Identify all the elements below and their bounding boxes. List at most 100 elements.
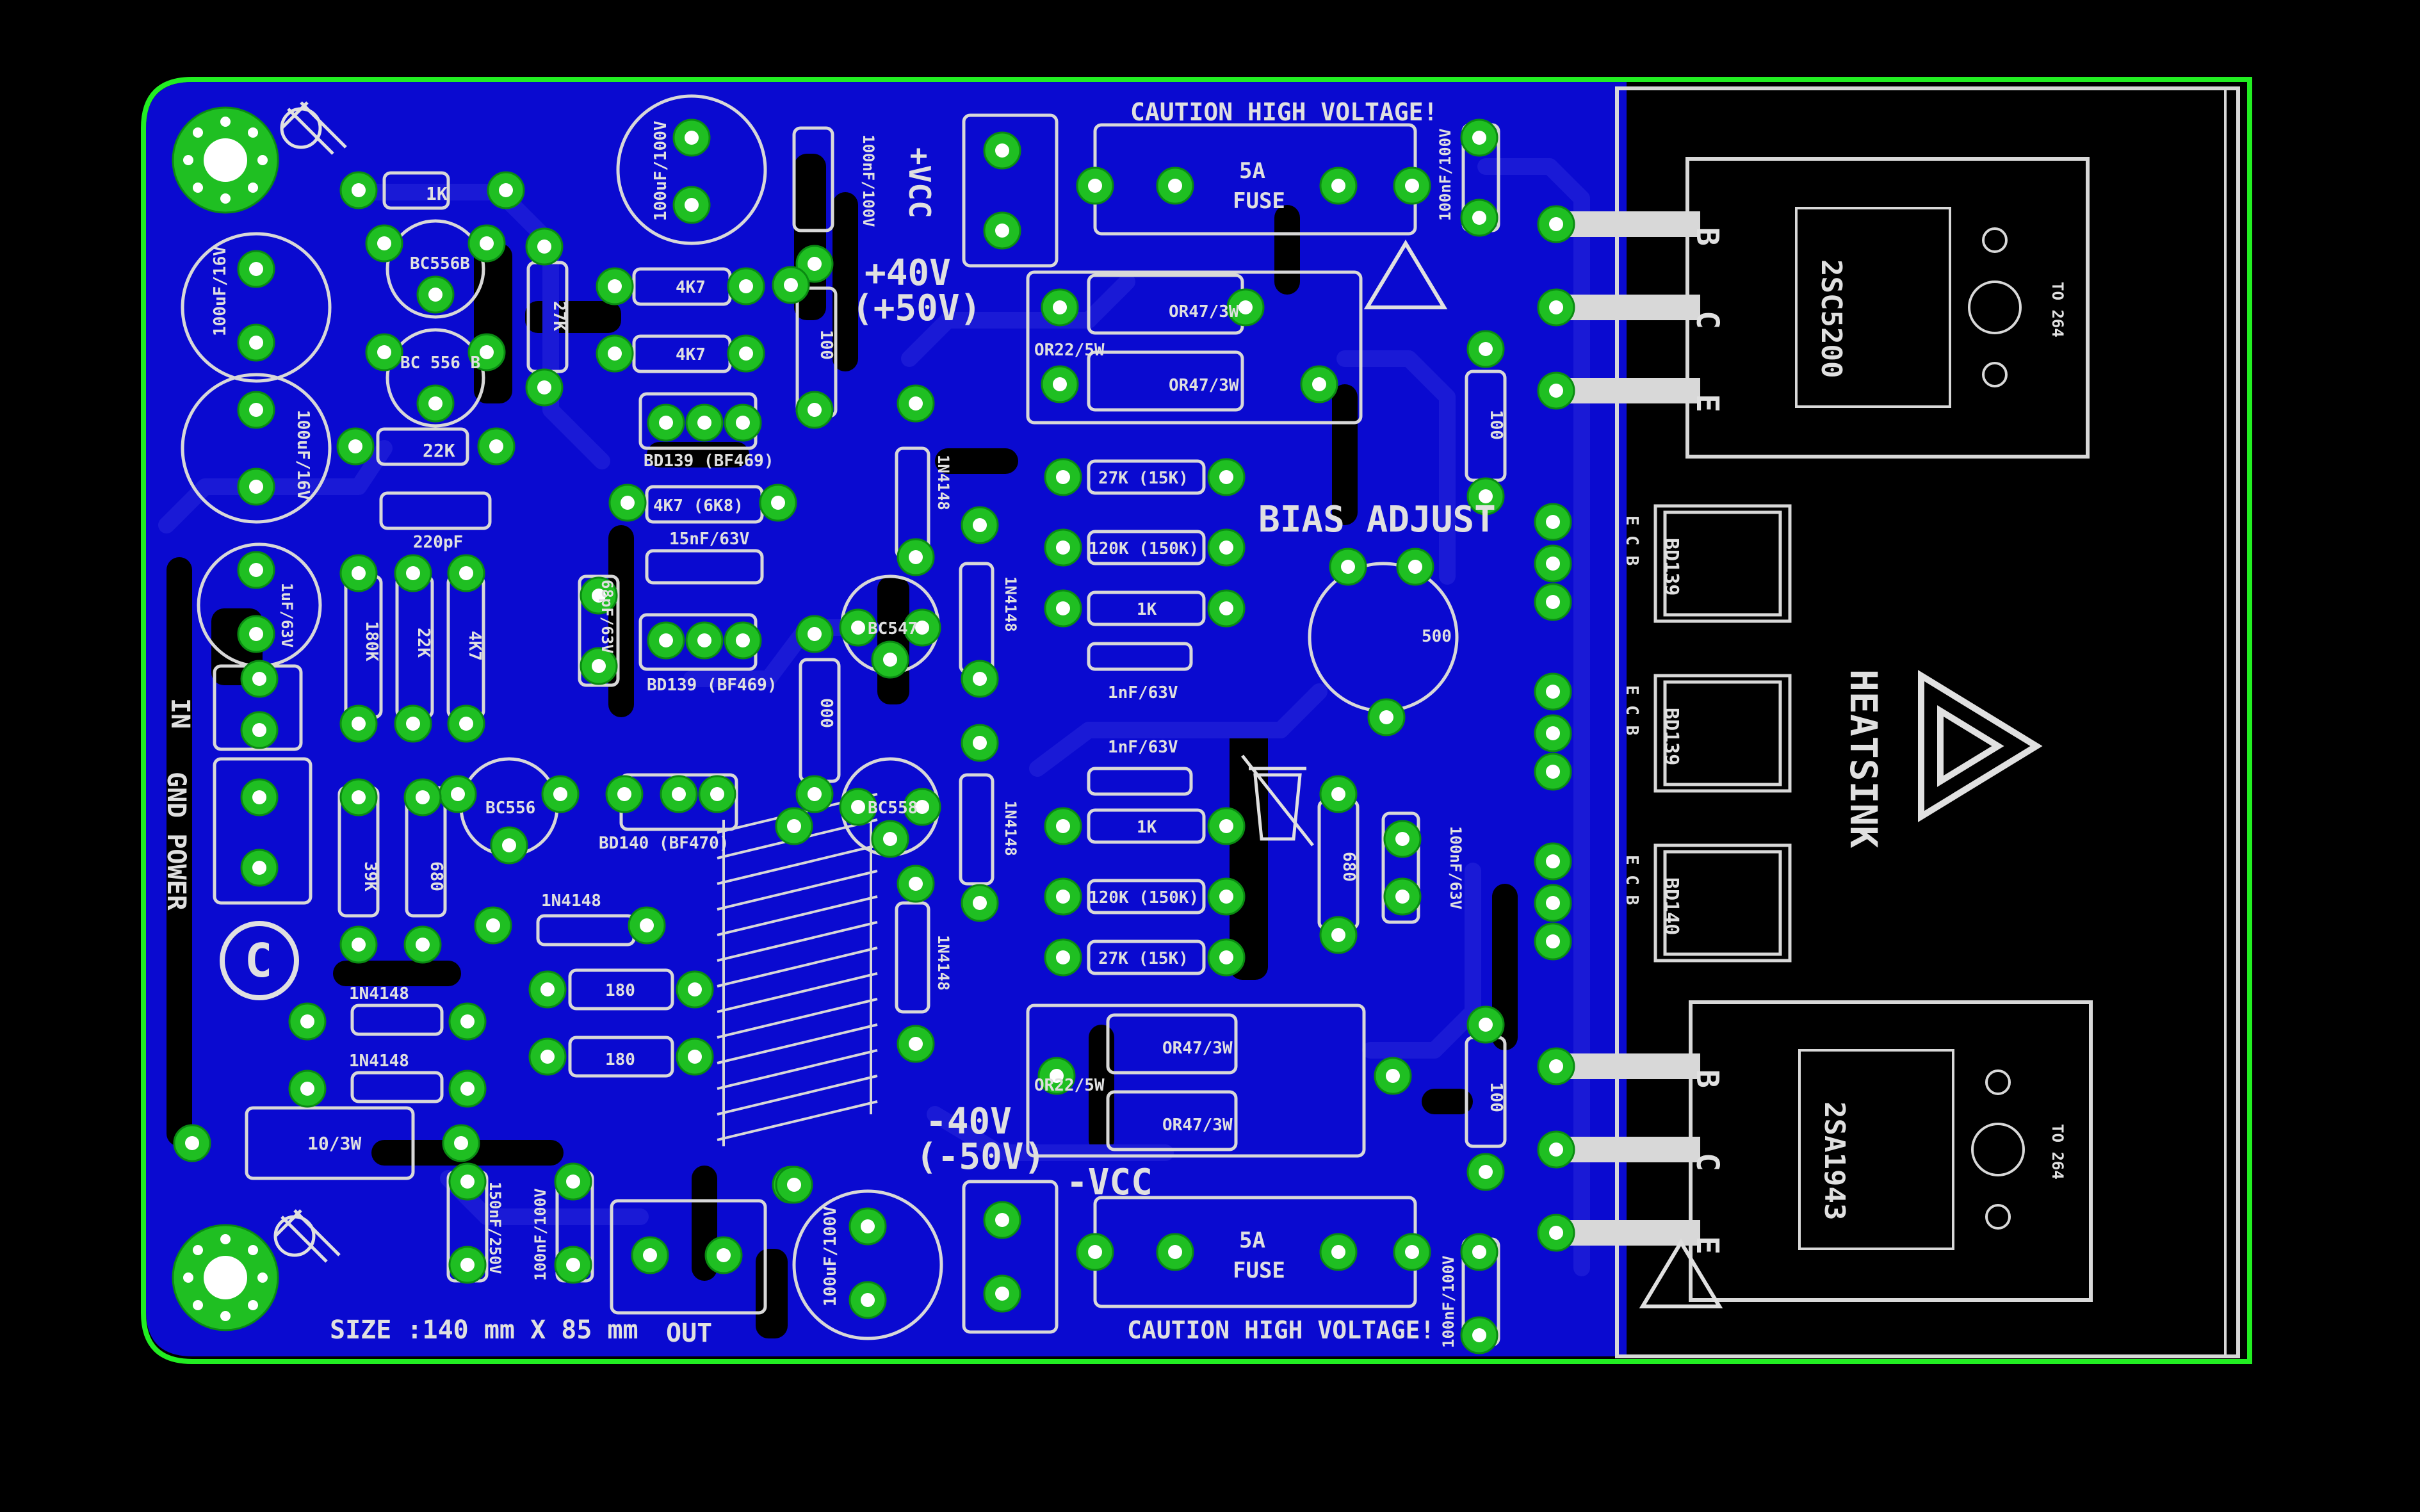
q-2sc5200-label: 2SC5200	[1815, 259, 1847, 378]
pin-b-top: B	[1689, 227, 1725, 246]
r-4k7-b: 4K7	[676, 345, 706, 364]
mounting-hole-bottom	[172, 1224, 279, 1331]
cap-100nf-100v-b: 100nF/100V	[1436, 129, 1454, 222]
minus-vcc-label: -VCC	[1066, 1162, 1153, 1203]
bd-transistors	[1653, 504, 1792, 963]
pin-e-top: E	[1689, 394, 1725, 412]
component-pads	[173, 118, 1575, 1354]
r-or22-5w-a: OR22/5W	[1034, 341, 1105, 360]
pin-b-bottom: B	[1689, 1069, 1725, 1088]
r-27k: 27K	[549, 301, 569, 331]
package-to264-top: TO 264	[2049, 282, 2067, 337]
r-180-a: 180	[605, 981, 635, 1000]
copper-pour	[146, 82, 1627, 1356]
out-label: OUT	[666, 1319, 712, 1348]
q-2sa1943-label: 2SA1943	[1818, 1101, 1851, 1220]
cap-100uf-16v-a: 100uF/16V	[211, 246, 230, 336]
r-680-a: 680	[1339, 852, 1358, 882]
copyright-circle	[220, 921, 299, 1000]
cap-100nf-100v-a: 100nF/100V	[859, 134, 877, 227]
plus-vcc-label: +VCC	[902, 147, 937, 218]
q-bd139-bf469-b: BD139 (BF469)	[647, 676, 777, 695]
caution-label-bottom: CAUTION HIGH VOLTAGE!	[1127, 1316, 1434, 1344]
q-bd139-bf469-a: BD139 (BF469)	[644, 451, 774, 471]
d-1n4148-f: 1N4148	[349, 984, 409, 1004]
r-100-b: 100	[1486, 410, 1506, 440]
logo-triangle-icon	[1918, 670, 2043, 822]
r-39k: 39K	[361, 861, 380, 891]
heatsink-label: HEATSINK	[1842, 669, 1885, 848]
r-100-a: 100	[816, 330, 836, 360]
r-22k-a: 22K	[423, 440, 455, 461]
q-bd140-bf470: BD140 (BF470)	[599, 834, 729, 853]
d-1n4148-a: 1N4148	[934, 455, 952, 510]
mounting-hole-top	[172, 106, 279, 214]
cap-1uf-63v: 1uF/63V	[278, 583, 296, 647]
r-000: 000	[816, 698, 836, 728]
r-120k-150k-a: 120K (150K)	[1089, 539, 1199, 558]
weee-bin-icon	[1241, 754, 1314, 847]
cap-68pf-63v: 68pF/63V	[598, 580, 616, 654]
r-4k7-6k8: 4K7 (6K8)	[653, 496, 743, 516]
cap-220pf: 220pF	[413, 533, 463, 552]
power-transistor-leads	[1556, 211, 1700, 1246]
copper-traces	[158, 158, 1590, 1276]
r-4k7-c: 4K7	[465, 631, 484, 661]
r-120k-150k-b: 120K (150K)	[1089, 888, 1199, 907]
pot-500: 500	[1422, 627, 1452, 646]
pin-c-top: C	[1689, 311, 1725, 329]
fuse-bottom-rating: 5A	[1239, 1228, 1265, 1253]
package-to264-bottom: TO 264	[2049, 1124, 2067, 1180]
q-bc556b-1: BC556B	[410, 254, 470, 273]
small-pins-bd139-a: E C B	[1622, 516, 1641, 565]
d-1n4148-d: 1N4148	[934, 935, 952, 991]
q-2sa1943-package	[1689, 1000, 2093, 1302]
r-22k-b: 22K	[414, 628, 433, 658]
pin-c-bottom: C	[1689, 1153, 1725, 1171]
plus-40v-label: +40V	[865, 252, 951, 294]
cap-1nf-63v-b: 1nF/63V	[1108, 738, 1178, 757]
q-bc556b-2: BC 556 B	[400, 354, 480, 373]
q-bc558: BC558	[868, 799, 918, 818]
screw-icon	[273, 1209, 341, 1263]
bias-adjust-label: BIAS ADJUST	[1258, 499, 1496, 541]
gnd-power-label: GND POWER	[161, 772, 191, 911]
caution-label-top: CAUTION HIGH VOLTAGE!	[1130, 98, 1438, 126]
cap-100uf-100v-top: 100uF/100V	[651, 120, 670, 221]
q-bd140-label: BD140	[1660, 877, 1682, 935]
r-or47-3w-a: OR47/3W	[1169, 302, 1239, 321]
in-label: IN	[165, 698, 195, 729]
r-1k-a: 1K	[1137, 600, 1157, 619]
cap-100nf-100v-c: 100nF/100V	[532, 1189, 549, 1281]
small-pins-bd140: E C B	[1622, 855, 1641, 905]
cap-100nf-100v-d: 100nF/100V	[1440, 1256, 1458, 1349]
cap-100nf-63v: 100nF/63V	[1447, 826, 1465, 909]
r-180-b: 180	[605, 1050, 635, 1069]
warning-triangle-icon	[1363, 240, 1448, 309]
q-bc556: BC556	[485, 799, 535, 818]
screw-icon	[280, 101, 347, 155]
r-27k-15k-a: 27K (15K)	[1098, 469, 1189, 488]
d-1n4148-e: 1N4148	[541, 891, 601, 911]
cap-100uf-16v-b: 100uF/16V	[293, 410, 313, 500]
board-size-label: SIZE :140 mm X 85 mm	[330, 1315, 638, 1345]
r-27k-15k-b: 27K (15K)	[1098, 949, 1189, 968]
q-bc547: BC547	[868, 619, 918, 638]
fuse-top-label: FUSE	[1233, 188, 1285, 214]
minus-40v-label: -40V	[925, 1101, 1012, 1142]
r-or47-3w-c: OR47/3W	[1162, 1039, 1233, 1058]
cap-1nf-63v-a: 1nF/63V	[1108, 683, 1178, 703]
pin-e-bottom: E	[1689, 1236, 1725, 1255]
r-4k7-a: 4K7	[676, 278, 706, 297]
r-1k-top: 1K	[426, 183, 448, 204]
d-1n4148-g: 1N4148	[349, 1052, 409, 1071]
r-10-3w: 10/3W	[307, 1133, 361, 1154]
board-edge	[141, 77, 2252, 1364]
r-180k: 180K	[362, 621, 381, 662]
cap-150nf-250v: 150nF/250V	[486, 1182, 504, 1274]
cap-15nf-63v: 15nF/63V	[669, 530, 749, 549]
r-680-b: 680	[426, 861, 446, 891]
warning-triangle-icon	[1639, 1239, 1723, 1308]
fuse-bottom-label: FUSE	[1233, 1258, 1285, 1283]
r-or22-5w-b: OR22/5W	[1034, 1076, 1105, 1095]
